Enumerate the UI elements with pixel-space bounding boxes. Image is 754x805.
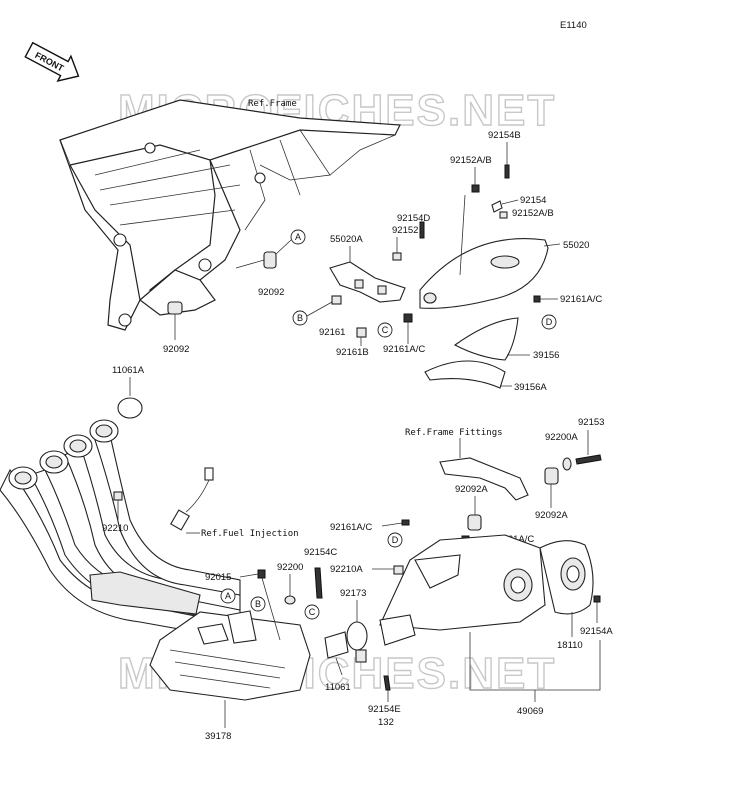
bolt-92154d: [419, 221, 425, 239]
part-label-11061: 11061: [325, 682, 351, 693]
cover-39156a: [424, 360, 506, 389]
callout-b-muffler: [250, 596, 266, 612]
svg-text:D: D: [546, 317, 553, 327]
part-label-18110: 18110: [557, 640, 583, 651]
clamp-92173: [346, 621, 368, 651]
callout-a-muffler: [220, 588, 236, 604]
part-label-92173: 92173: [340, 588, 366, 599]
svg-text:B: B: [297, 313, 303, 323]
svg-text:D: D: [392, 535, 399, 545]
callout-d-silencer: [387, 532, 403, 548]
svg-text:C: C: [382, 325, 389, 335]
bolt-92152: [392, 252, 402, 261]
damper-92092-lower: [167, 301, 183, 315]
part-label-92161ac-center: 92161A/C: [383, 344, 425, 355]
part-label-92092-lower: 92092: [163, 344, 189, 355]
part-label-92152ab-lower: 92152A/B: [512, 208, 554, 219]
ref-fuel-injection-label: Ref.Fuel Injection: [201, 529, 299, 539]
part-label-55020a: 55020A: [330, 234, 363, 245]
callout-b-guard: [292, 310, 308, 326]
bolt-92153: [575, 454, 602, 465]
svg-text:C: C: [309, 607, 316, 617]
part-label-39178: 39178: [205, 731, 231, 742]
oxygen-sensor: [170, 467, 214, 531]
part-label-92161: 92161: [319, 327, 345, 338]
heat-guard-55020: [419, 238, 549, 309]
part-label-39156a: 39156A: [514, 382, 547, 393]
grommet-92161ac-left: [401, 519, 410, 526]
damper-92092a-left: [467, 514, 482, 531]
part-label-92161ac-left: 92161A/C: [330, 522, 372, 533]
callout-a-frame: [290, 229, 306, 245]
end-cap-18110: [539, 540, 594, 615]
part-label-92154c: 92154C: [304, 547, 337, 558]
callout-c-guard: [377, 322, 393, 338]
bolt-92154b: [504, 164, 510, 179]
ref-frame-fittings-label: Ref.Frame Fittings: [405, 428, 503, 438]
nut-92210: [113, 491, 123, 501]
diagram-code: E1140: [560, 20, 587, 31]
grommet-92161ac-right: [533, 295, 541, 303]
part-label-92154e: 92154E: [368, 704, 401, 715]
collar-92152ab-lower: [499, 211, 508, 219]
washer-92200: [284, 595, 296, 605]
part-label-92092a-left: 92092A: [455, 484, 488, 495]
damper-92092-upper: [263, 251, 277, 269]
bolt-92154c: [314, 567, 323, 599]
gasket-11061: [324, 631, 349, 659]
washer-92200a: [562, 457, 572, 471]
part-label-92154d: 92154D: [397, 213, 430, 224]
part-label-92210: 92210: [102, 523, 128, 534]
part-label-49069: 49069: [517, 706, 543, 717]
part-label-55020: 55020: [563, 240, 589, 251]
damper-92092a-right: [544, 467, 559, 485]
callout-d-guard: [541, 314, 557, 330]
part-label-92152ab-upper: 92152A/B: [450, 155, 492, 166]
part-label-132: 132: [378, 717, 394, 728]
bracket-frame-fittings: [439, 457, 529, 501]
grommet-92161: [331, 295, 342, 305]
callout-c-muffler: [304, 604, 320, 620]
part-label-92092-upper: 92092: [258, 287, 284, 298]
part-label-39156: 39156: [533, 350, 559, 361]
bolt-92154a: [593, 595, 601, 603]
part-label-92015: 92015: [205, 572, 231, 583]
front-arrow-icon: FRONT: [24, 41, 80, 82]
part-label-92200: 92200: [277, 562, 303, 573]
part-label-92200a: 92200A: [545, 432, 578, 443]
frame-illustration: [59, 99, 401, 331]
part-label-92210a: 92210A: [330, 564, 363, 575]
part-label-92154: 92154: [520, 195, 546, 206]
collar-92161b: [356, 327, 367, 338]
cover-39156: [453, 317, 519, 361]
part-label-92092a-right: 92092A: [535, 510, 568, 521]
nut-92210a: [393, 565, 404, 575]
svg-text:A: A: [295, 232, 301, 242]
silencer-49069: [379, 534, 546, 646]
grommet-92161ac-center: [403, 313, 413, 323]
part-label-92152: 92152: [392, 225, 418, 236]
part-label-92161b: 92161B: [336, 347, 369, 358]
clamp-92015: [257, 569, 266, 579]
clip-92154: [491, 200, 503, 213]
part-label-92161ac-right: 92161A/C: [560, 294, 602, 305]
part-label-92154a: 92154A: [580, 626, 613, 637]
collar-92152ab-upper: [471, 184, 480, 193]
ref-frame-label: Ref.Frame: [248, 99, 297, 109]
svg-text:A: A: [225, 591, 231, 601]
muffler-39178: [149, 610, 311, 701]
part-label-11061a: 11061A: [112, 365, 145, 376]
gasket-11061a: [117, 397, 143, 419]
part-label-92153: 92153: [578, 417, 604, 428]
svg-text:B: B: [255, 599, 261, 609]
part-label-92154b: 92154B: [488, 130, 521, 141]
bolt-92154e: [383, 675, 391, 691]
